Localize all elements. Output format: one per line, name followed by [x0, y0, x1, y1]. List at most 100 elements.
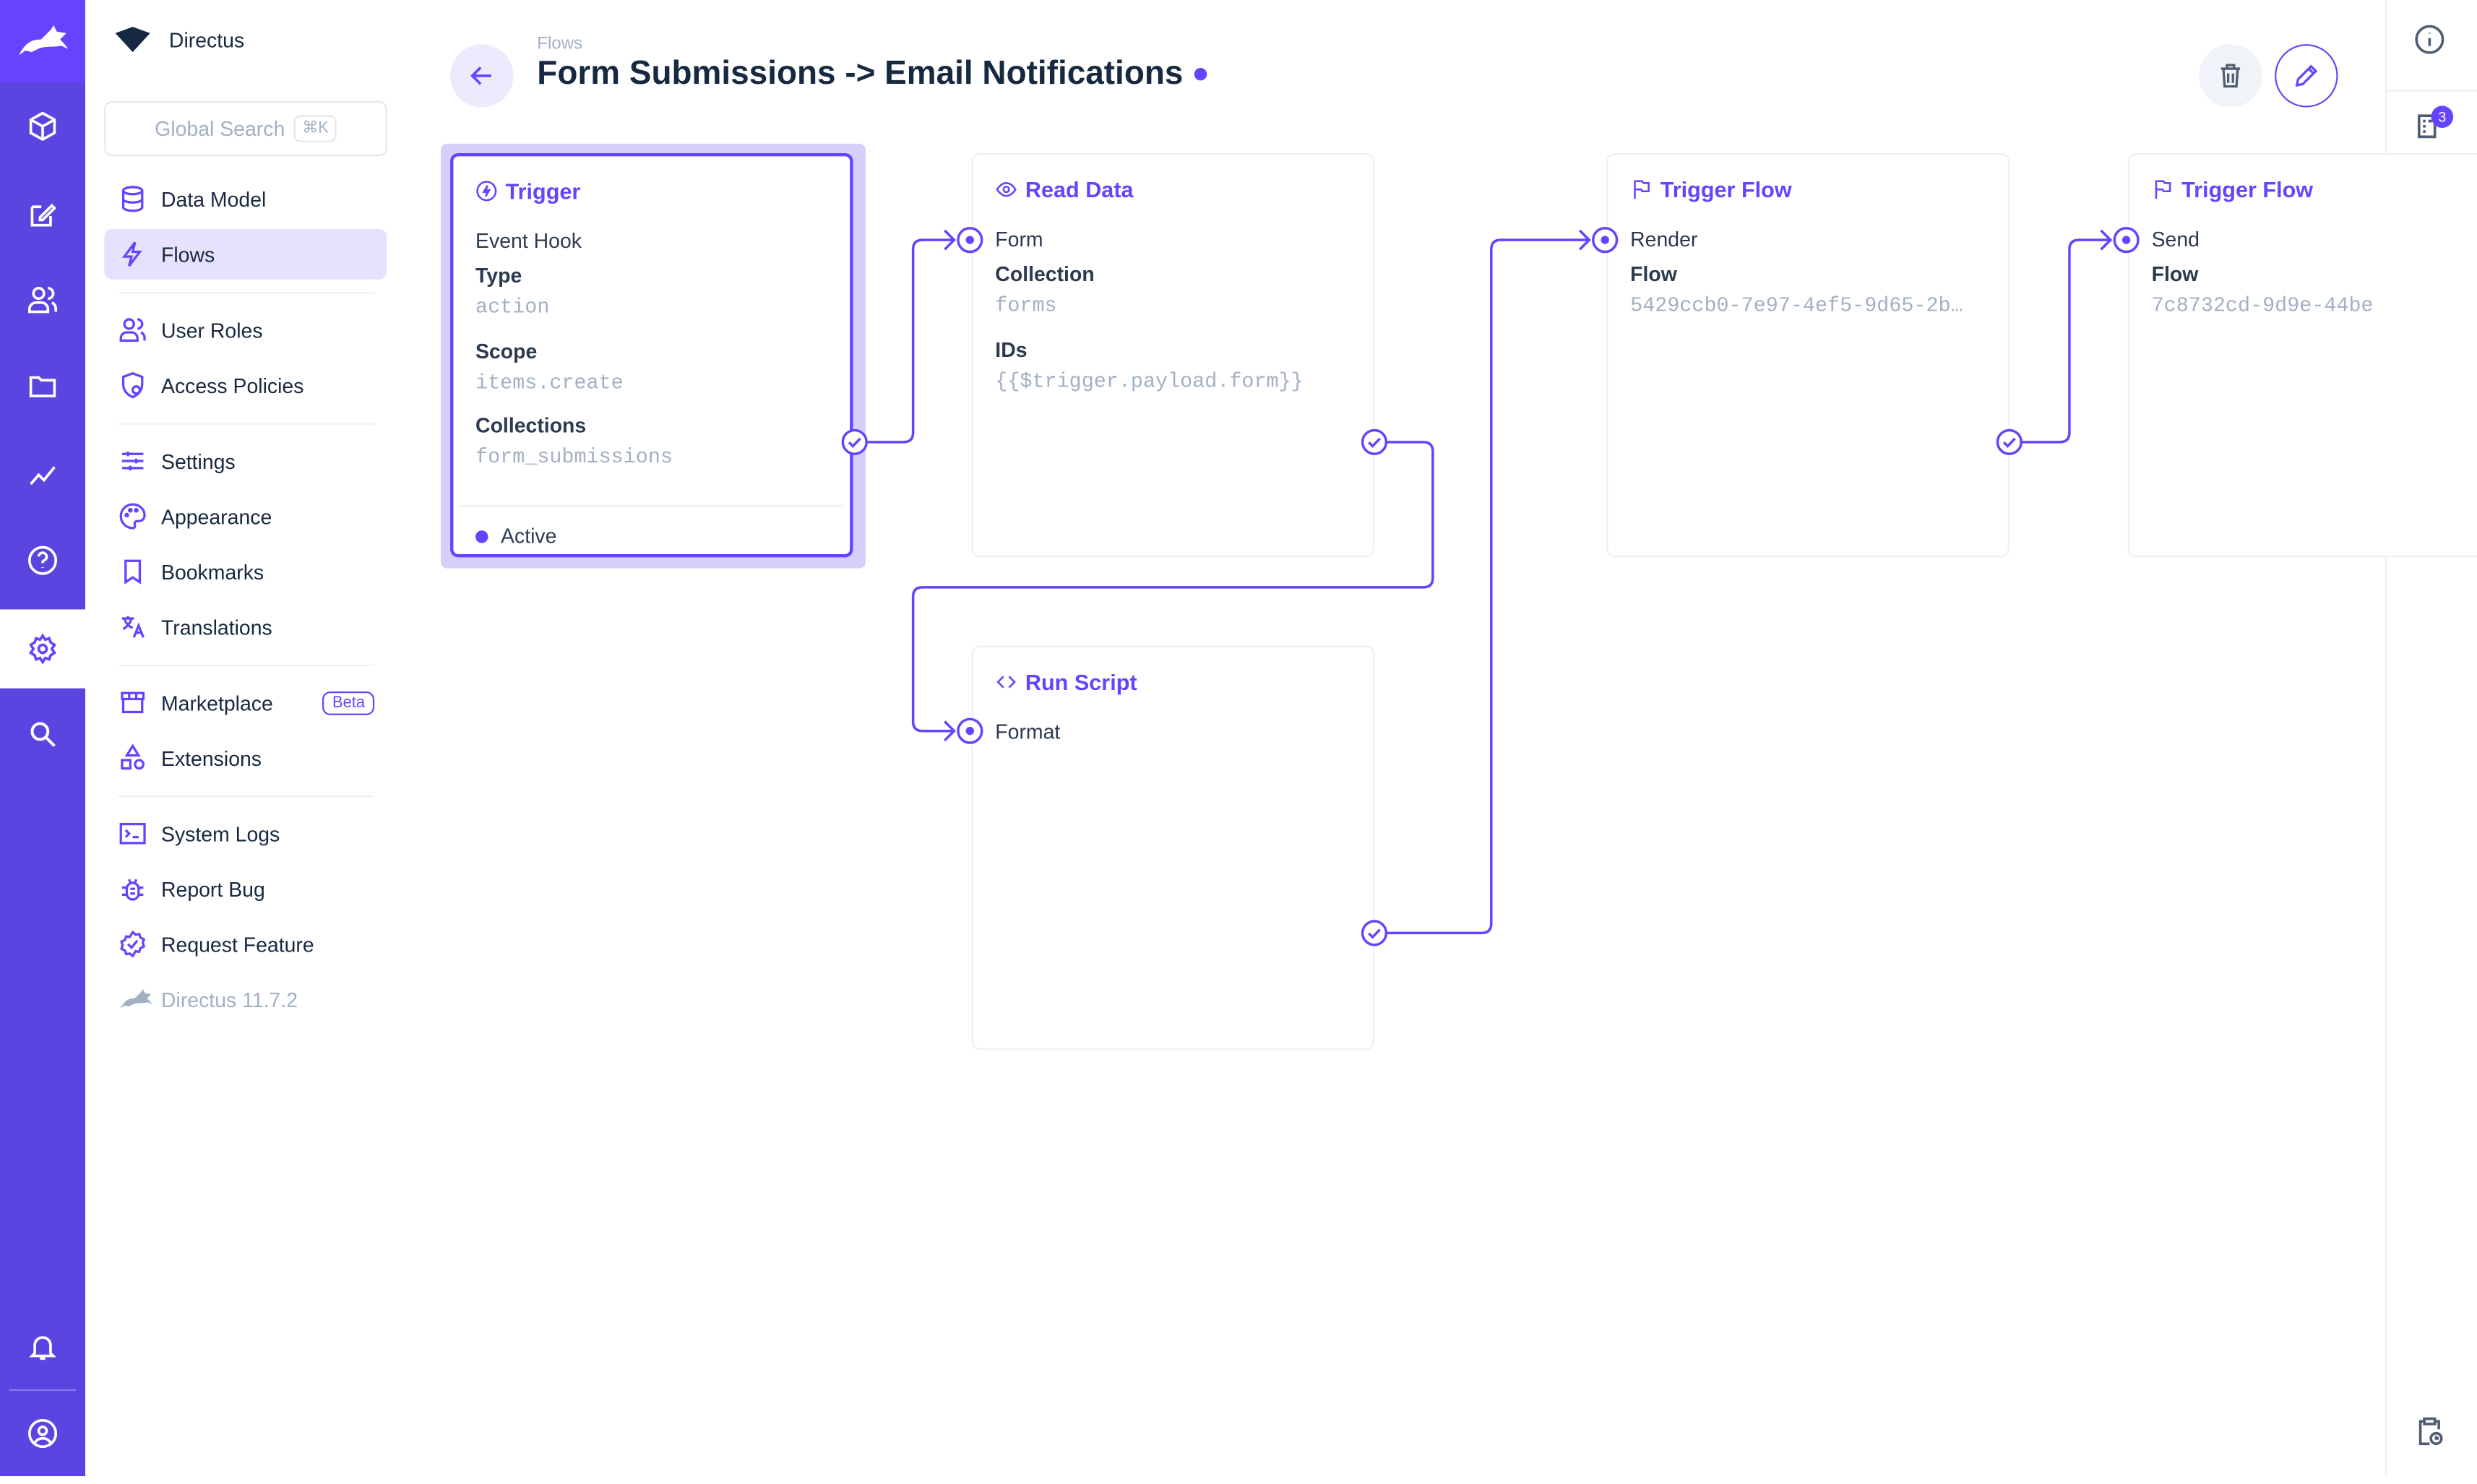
card-title: Trigger Flow	[1660, 176, 1792, 202]
info-icon[interactable]	[2414, 24, 2446, 64]
beta-badge: Beta	[322, 690, 375, 715]
nav-item-label: Data Model	[160, 186, 267, 211]
nav-item-label: Report Bug	[160, 876, 265, 901]
rabbit-logo-icon	[19, 25, 69, 56]
card-title: Run Script	[1025, 669, 1137, 695]
bell-icon[interactable]	[0, 1308, 85, 1384]
input-handle-icon[interactable]	[956, 225, 984, 254]
page-title: Form Submissions -> Email Notifications	[537, 55, 1184, 92]
card-divider	[460, 505, 844, 507]
nav-item-marketplace[interactable]: Marketplace Beta	[104, 677, 387, 728]
operation-card[interactable]: Run Script Format	[971, 645, 1374, 1051]
connector-trigger-send	[2020, 238, 2111, 444]
revisions-icon[interactable]	[2414, 111, 2446, 150]
nav-item-system-logs[interactable]: System Logs	[104, 808, 387, 859]
field-label: IDs	[995, 337, 1028, 362]
edit-icon[interactable]	[0, 177, 85, 253]
rail-divider	[9, 1389, 76, 1392]
input-handle-icon[interactable]	[2112, 225, 2140, 254]
nav-item-appearance[interactable]: Appearance	[104, 491, 387, 542]
terminal-icon	[119, 822, 146, 845]
settings-icon[interactable]	[0, 609, 86, 689]
nav-item-report-bug[interactable]: Report Bug	[104, 863, 387, 914]
field-value: form_submissions	[475, 445, 673, 469]
search-placeholder: Global Search	[155, 116, 285, 141]
nav-item-label: Translations	[160, 615, 272, 639]
field-label: Type	[475, 263, 522, 288]
status-dot	[1194, 67, 1207, 81]
nav-item-access-policies[interactable]: Access Policies	[104, 360, 387, 410]
trigger-card[interactable]: Trigger Event Hook Type action Scope ite…	[450, 152, 853, 558]
edit-flow-button[interactable]	[2275, 44, 2338, 108]
page-title-wrap: Form Submissions -> Email Notifications	[537, 55, 1207, 92]
nav-item-label: Access Policies	[160, 373, 304, 397]
users-icon[interactable]	[0, 262, 85, 338]
shield-icon	[121, 372, 144, 399]
flow-connectors	[866, 229, 2113, 935]
operation-title: Read Data	[995, 176, 1134, 202]
directus-logo[interactable]	[0, 0, 86, 82]
nav-divider	[118, 423, 375, 425]
nav-item-translations[interactable]: Translations	[104, 602, 387, 652]
global-search-input[interactable]: Global Search ⌘K	[104, 100, 387, 157]
delete-flow-button[interactable]	[2199, 44, 2262, 108]
nav-item-settings[interactable]: Settings	[104, 436, 387, 486]
flag-icon	[1634, 180, 1650, 199]
nav-item-bookmarks[interactable]: Bookmarks	[104, 546, 387, 597]
project-header[interactable]: Directus	[115, 27, 245, 53]
eye-icon	[996, 182, 1017, 197]
help-icon[interactable]	[0, 522, 85, 598]
bookmark-icon	[124, 559, 142, 584]
operation-title: Trigger Flow	[2152, 177, 2313, 202]
input-handle-icon[interactable]	[956, 717, 984, 745]
nav-item-label: Marketplace	[160, 690, 273, 715]
connector-trigger-read	[866, 238, 955, 444]
resolve-check-icon[interactable]	[840, 428, 869, 456]
field-value: {{$trigger.payload.form}}	[995, 369, 1304, 394]
card-title: Read Data	[1025, 176, 1134, 202]
directus-rabbit-icon	[120, 989, 152, 1009]
folder-icon[interactable]	[0, 349, 85, 425]
operation-name: Send	[2151, 227, 2200, 251]
field-value: 7c8732cd-9d9e-44be	[2151, 293, 2374, 318]
active-dot	[475, 530, 488, 543]
field-label: Flow	[2151, 262, 2199, 286]
trigger-type-name: Event Hook	[475, 228, 582, 253]
input-handle-icon[interactable]	[1591, 225, 1619, 254]
search-icon[interactable]	[0, 696, 85, 772]
insights-icon[interactable]	[0, 436, 85, 512]
users-icon	[119, 318, 146, 342]
clipboard-clock-icon[interactable]	[2414, 1416, 2446, 1456]
operation-name: Form	[995, 227, 1043, 251]
field-label: Collections	[475, 413, 587, 438]
nav-divider	[118, 664, 375, 667]
nav-item-request-feature[interactable]: Request Feature	[104, 919, 387, 970]
resolve-check-icon[interactable]	[1995, 428, 2023, 456]
nav-divider	[118, 795, 375, 798]
nav-item-extensions[interactable]: Extensions	[104, 733, 387, 783]
nav-item-label: Bookmarks	[160, 559, 264, 584]
field-value: action	[475, 295, 550, 319]
back-button[interactable]	[450, 44, 514, 108]
project-name: Directus	[168, 27, 245, 52]
new-release-icon	[120, 930, 146, 958]
account-icon[interactable]	[0, 1396, 85, 1472]
field-value: forms	[995, 293, 1057, 318]
version-info: Directus 11.7.2	[104, 974, 387, 1024]
pencil-icon	[2295, 64, 2318, 87]
card-title: Trigger	[505, 178, 581, 204]
database-icon	[121, 186, 144, 212]
nav-item-data-model[interactable]: Data Model	[104, 173, 387, 224]
store-icon	[121, 691, 145, 714]
trigger-status: Active	[475, 524, 556, 548]
resolve-check-icon[interactable]	[1360, 428, 1388, 456]
resolve-check-icon[interactable]	[1360, 919, 1388, 947]
breadcrumb[interactable]: Flows	[537, 35, 583, 54]
nav-item-flows[interactable]: Flows	[104, 228, 387, 280]
nav-item-label: System Logs	[160, 821, 280, 846]
content-cube-icon[interactable]	[0, 88, 85, 164]
nav-item-user-roles[interactable]: User Roles	[104, 305, 387, 355]
